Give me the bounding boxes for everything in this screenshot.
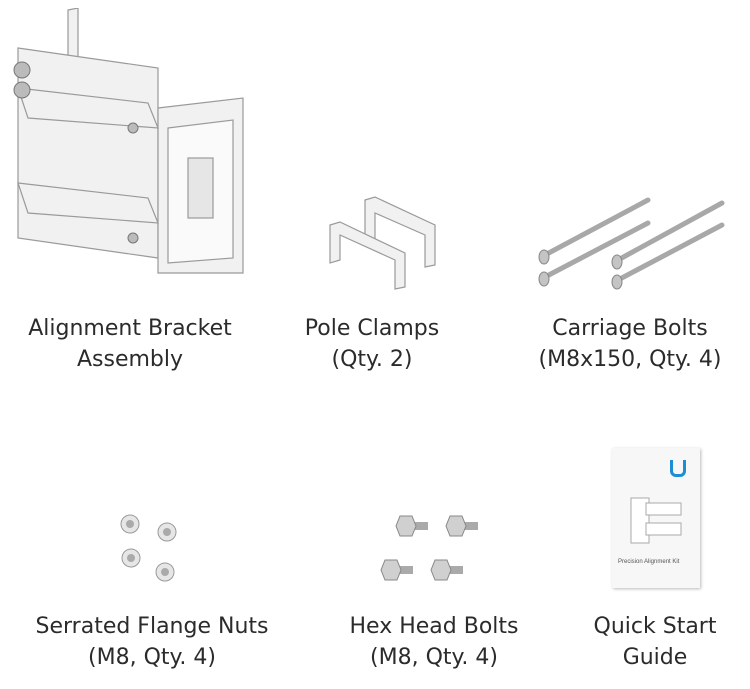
guide-cover-title: Precision Alignment Kit — [618, 559, 680, 565]
label-quick-start-guide: Quick Start Guide — [594, 611, 717, 673]
item-detail: (Qty. 2) — [331, 347, 413, 372]
label-hex-bolts: Hex Head Bolts (M8, Qty. 4) — [350, 611, 519, 673]
item-name: Pole Clamps — [304, 316, 440, 341]
item-name: Quick Start — [593, 614, 717, 639]
item-detail: (M8x150, Qty. 4) — [538, 347, 722, 372]
item-name: Hex Head Bolts — [349, 614, 519, 639]
item-detail: (M8, Qty. 4) — [370, 645, 498, 670]
item-detail: Assembly — [76, 347, 184, 372]
item-name: Serrated Flange Nuts — [35, 614, 269, 639]
alignment-bracket-image — [13, 8, 244, 274]
hex-bolts-image — [380, 515, 478, 581]
label-flange-nuts: Serrated Flange Nuts (M8, Qty. 4) — [36, 611, 269, 673]
quick-start-guide-image: Precision Alignment Kit — [612, 448, 700, 588]
guide-bracket-drawing — [630, 497, 682, 544]
label-pole-clamps: Pole Clamps (Qty. 2) — [305, 313, 439, 375]
carriage-bolts-image — [538, 197, 725, 290]
item-name: Carriage Bolts — [552, 316, 708, 341]
label-carriage-bolts: Carriage Bolts (M8x150, Qty. 4) — [539, 313, 722, 375]
flange-nuts-image — [120, 514, 177, 582]
item-name: Alignment Bracket — [28, 316, 232, 341]
item-detail: (M8, Qty. 4) — [88, 645, 216, 670]
label-alignment-bracket: Alignment Bracket Assembly — [28, 313, 232, 375]
ubiquiti-logo-icon — [670, 460, 686, 477]
pole-clamps-image — [329, 196, 436, 290]
item-detail: Guide — [622, 645, 688, 670]
